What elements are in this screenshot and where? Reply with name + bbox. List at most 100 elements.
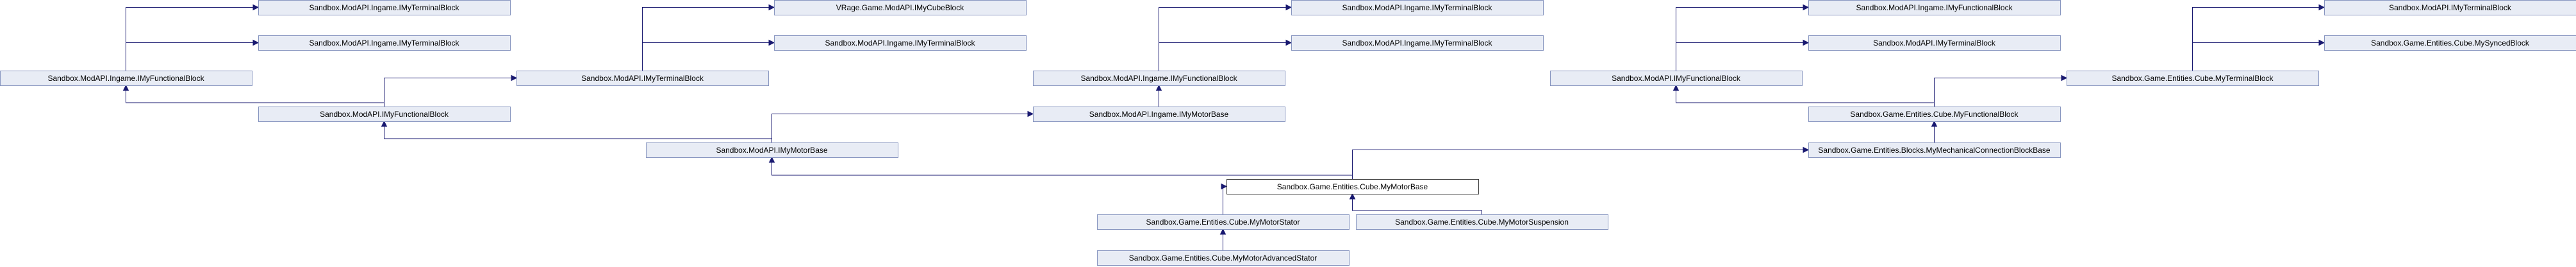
class-node[interactable]: Sandbox.Game.Entities.Cube.MyMotorAdvanc… bbox=[1097, 250, 1350, 266]
inheritance-edge bbox=[1352, 146, 1810, 179]
class-node[interactable]: Sandbox.ModAPI.Ingame.IMyFunctionalBlock bbox=[1033, 71, 1285, 86]
inheritance-edge bbox=[384, 74, 518, 107]
class-node[interactable]: Sandbox.ModAPI.Ingame.IMyTerminalBlock bbox=[258, 35, 511, 51]
node-box bbox=[1291, 0, 1544, 15]
class-node[interactable]: VRage.Game.ModAPI.IMyCubeBlock bbox=[774, 0, 1027, 15]
inheritance-edge bbox=[126, 39, 260, 71]
class-node[interactable]: Sandbox.ModAPI.Ingame.IMyTerminalBlock bbox=[258, 0, 511, 15]
node-label: Sandbox.Game.Entities.Cube.MyFunctionalB… bbox=[1850, 110, 2019, 119]
edge-line bbox=[126, 7, 253, 71]
arrowhead-icon bbox=[381, 120, 388, 127]
arrowhead-icon bbox=[122, 84, 129, 91]
node-label: Sandbox.ModAPI.Ingame.IMyTerminalBlock bbox=[825, 39, 975, 47]
arrowhead-icon bbox=[1931, 120, 1938, 127]
node-box bbox=[1097, 250, 1350, 266]
node-label: Sandbox.ModAPI.Ingame.IMyTerminalBlock bbox=[1342, 3, 1492, 12]
node-box bbox=[774, 0, 1027, 15]
node-label: Sandbox.Game.Entities.Cube.MyMotorSuspen… bbox=[1395, 218, 1569, 227]
arrowhead-icon bbox=[1155, 84, 1162, 91]
edge-line bbox=[126, 42, 253, 71]
node-box bbox=[0, 71, 252, 86]
node-label: Sandbox.ModAPI.IMyFunctionalBlock bbox=[1612, 74, 1741, 83]
focus-class-node[interactable]: Sandbox.Game.Entities.Cube.MyMotorBase bbox=[1226, 179, 1479, 194]
inheritance-edge bbox=[2192, 39, 2325, 71]
class-node[interactable]: Sandbox.ModAPI.IMyTerminalBlock bbox=[516, 71, 769, 86]
arrowhead-icon bbox=[2061, 74, 2068, 82]
inheritance-edge bbox=[381, 120, 772, 142]
edge-line bbox=[642, 7, 769, 71]
class-node[interactable]: Sandbox.ModAPI.Ingame.IMyTerminalBlock bbox=[774, 35, 1027, 51]
class-node[interactable]: Sandbox.Game.Entities.Cube.MyMotorStator bbox=[1097, 214, 1350, 230]
node-label: Sandbox.ModAPI.Ingame.IMyTerminalBlock bbox=[1342, 39, 1492, 47]
arrowhead-icon bbox=[1349, 193, 1356, 200]
edge-line bbox=[2192, 42, 2319, 71]
edge-line bbox=[384, 78, 511, 107]
class-node[interactable]: Sandbox.ModAPI.IMyFunctionalBlock bbox=[1550, 71, 1803, 86]
node-label: VRage.Game.ModAPI.IMyCubeBlock bbox=[836, 3, 964, 12]
class-node[interactable]: Sandbox.Game.Entities.Cube.MyFunctionalB… bbox=[1808, 107, 2061, 122]
node-label: Sandbox.ModAPI.IMyFunctionalBlock bbox=[320, 110, 449, 119]
edge-line bbox=[1159, 42, 1286, 71]
edge-line bbox=[772, 114, 1028, 142]
inheritance-edge bbox=[642, 39, 775, 71]
edge-line bbox=[642, 42, 769, 71]
arrowhead-icon bbox=[1803, 146, 1810, 153]
node-box bbox=[516, 71, 769, 86]
node-label: Sandbox.ModAPI.Ingame.IMyMotorBase bbox=[1089, 110, 1229, 119]
inheritance-edge bbox=[772, 110, 1034, 142]
edge-line bbox=[1676, 90, 1935, 107]
arrowhead-icon bbox=[768, 39, 775, 46]
inheritance-edge bbox=[1221, 183, 1228, 214]
inheritance-edge bbox=[2192, 4, 2325, 71]
inheritance-edge bbox=[642, 4, 775, 71]
edge-line bbox=[772, 162, 1353, 179]
class-node[interactable]: Sandbox.Game.Entities.Blocks.MyMechanica… bbox=[1808, 142, 2061, 158]
class-node[interactable]: Sandbox.Game.Entities.Cube.MySyncedBlock bbox=[2324, 35, 2576, 51]
arrowhead-icon bbox=[1219, 228, 1226, 235]
inheritance-edge bbox=[1155, 84, 1162, 107]
edge-line bbox=[1352, 150, 1803, 179]
class-node[interactable]: Sandbox.ModAPI.Ingame.IMyMotorBase bbox=[1033, 107, 1285, 122]
edge-layer bbox=[122, 4, 2325, 250]
node-box bbox=[258, 107, 511, 122]
class-node[interactable]: Sandbox.Game.Entities.Cube.MyMotorSuspen… bbox=[1356, 214, 1608, 230]
node-label: Sandbox.Game.Entities.Cube.MyTerminalBlo… bbox=[2111, 74, 2274, 83]
edge-line bbox=[2192, 7, 2319, 71]
inheritance-edge bbox=[1219, 228, 1226, 250]
node-box bbox=[1808, 107, 2061, 122]
class-node[interactable]: Sandbox.ModAPI.Ingame.IMyFunctionalBlock bbox=[0, 71, 252, 86]
node-label: Sandbox.ModAPI.IMyTerminalBlock bbox=[1873, 39, 1996, 47]
class-node[interactable]: Sandbox.ModAPI.Ingame.IMyTerminalBlock bbox=[1291, 35, 1544, 51]
class-node[interactable]: Sandbox.ModAPI.IMyTerminalBlock bbox=[2324, 0, 2576, 15]
class-node[interactable]: Sandbox.ModAPI.IMyFunctionalBlock bbox=[258, 107, 511, 122]
edge-line bbox=[1934, 78, 2061, 107]
inheritance-edge bbox=[1676, 4, 1810, 71]
inheritance-edge bbox=[122, 84, 384, 107]
class-node[interactable]: Sandbox.ModAPI.Ingame.IMyTerminalBlock bbox=[1291, 0, 1544, 15]
node-box bbox=[258, 0, 511, 15]
edge-line bbox=[384, 126, 772, 142]
class-node[interactable]: Sandbox.Game.Entities.Cube.MyTerminalBlo… bbox=[2067, 71, 2319, 86]
arrowhead-icon bbox=[2318, 39, 2325, 46]
node-label: Sandbox.ModAPI.Ingame.IMyFunctionalBlock bbox=[1856, 3, 2013, 12]
class-node[interactable]: Sandbox.ModAPI.IMyMotorBase bbox=[646, 142, 898, 158]
inheritance-edge bbox=[1159, 4, 1292, 71]
arrowhead-icon bbox=[252, 4, 260, 11]
node-box bbox=[1033, 107, 1285, 122]
class-node[interactable]: Sandbox.ModAPI.Ingame.IMyFunctionalBlock bbox=[1808, 0, 2061, 15]
node-label: Sandbox.ModAPI.IMyTerminalBlock bbox=[2389, 3, 2512, 12]
node-box bbox=[1808, 142, 2061, 158]
arrowhead-icon bbox=[1027, 110, 1034, 117]
class-node[interactable]: Sandbox.ModAPI.IMyTerminalBlock bbox=[1808, 35, 2061, 51]
node-box bbox=[2324, 0, 2576, 15]
arrowhead-icon bbox=[768, 156, 775, 163]
edge-line bbox=[1676, 42, 1803, 71]
node-box bbox=[1226, 179, 1479, 194]
node-box bbox=[1808, 35, 2061, 51]
node-label: Sandbox.ModAPI.Ingame.IMyFunctionalBlock bbox=[47, 74, 204, 83]
node-label: Sandbox.Game.Entities.Cube.MySyncedBlock bbox=[2371, 39, 2530, 47]
node-label: Sandbox.Game.Entities.Cube.MyMotorBase bbox=[1277, 182, 1428, 191]
arrowhead-icon bbox=[1672, 84, 1680, 91]
